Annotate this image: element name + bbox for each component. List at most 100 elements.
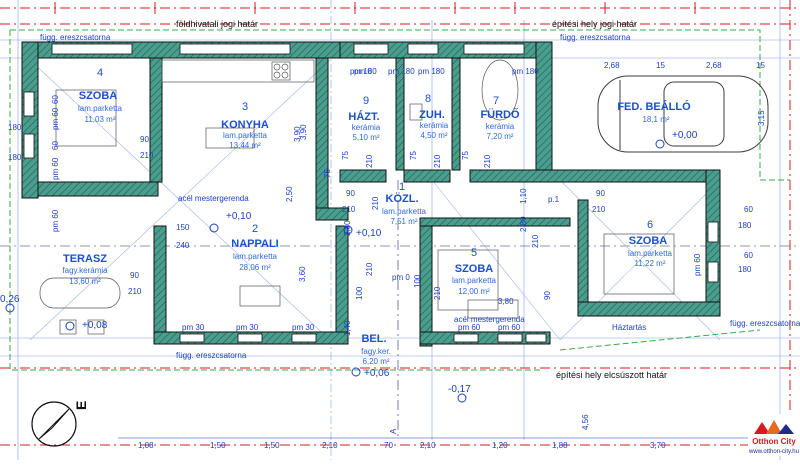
svg-text:p.1: p.1 <box>548 195 560 204</box>
opening-label: pm 30 <box>182 323 205 332</box>
level-marker: 0,26 <box>0 294 20 313</box>
level-marker: -0,17 <box>448 384 471 403</box>
room-num: 9 <box>363 95 369 107</box>
svg-text:2,80: 2,80 <box>519 216 528 232</box>
room-8: 8 ZUH. kerámia 4,50 m² <box>419 93 449 140</box>
svg-text:210: 210 <box>365 154 374 168</box>
svg-text:90: 90 <box>596 189 605 198</box>
room-floor: fagy.kerámia <box>62 266 108 275</box>
room-name: BEL. <box>361 333 386 345</box>
dim-label: 1,40 <box>343 320 352 336</box>
room-area: 18,1 m² <box>642 115 669 124</box>
svg-text:+0,08: +0,08 <box>82 320 108 331</box>
label-epitesi-elcs: építési hely elcsúszott határ <box>556 370 667 380</box>
dim-label: 1,50 <box>210 441 226 450</box>
label-fugg-1: függ. ereszcsatorna <box>40 33 111 42</box>
svg-text:+0,10: +0,10 <box>356 228 382 239</box>
dim-label: 60 <box>51 141 60 150</box>
rooms: 4 SZOBA lam.parketta 11,03 m² 3 KONYHA l… <box>62 67 691 366</box>
svg-text:210: 210 <box>140 151 154 160</box>
svg-text:100: 100 <box>413 274 422 288</box>
svg-text:E: E <box>73 401 89 410</box>
svg-text:+0,10: +0,10 <box>226 211 252 222</box>
room-num: 5 <box>471 247 477 259</box>
svg-text:210: 210 <box>365 262 374 276</box>
dims-bottom: 1,08 1,50 1,50 2,10 70 2,10 1,20 1,88 3,… <box>118 437 760 450</box>
room-num: 8 <box>425 93 431 105</box>
misc-dims: 3,80 3,90 1,10 2,80 p.1 <box>293 126 560 306</box>
room-floor: lam.parketta <box>78 104 123 113</box>
door-dims: 90 210 90 210 75 210 75 210 75 210 90 21… <box>128 135 606 300</box>
svg-text:3,90: 3,90 <box>293 126 302 142</box>
svg-text:210: 210 <box>433 286 442 300</box>
dim-label: 1,20 <box>492 441 508 450</box>
room-floor: fagy.ker. <box>361 347 391 356</box>
logo-url: www.otthon-city.hu <box>748 449 799 455</box>
opening-label: pm 0 <box>392 273 410 282</box>
tick-marks <box>54 2 696 14</box>
room-num: 2 <box>252 223 258 235</box>
opening-label: pm 0 <box>354 67 372 76</box>
svg-text:210: 210 <box>128 287 142 296</box>
dim-label: 3,90 <box>299 124 308 140</box>
plan-labels: földhivatali jogi határ építési hely jog… <box>40 19 800 380</box>
dim-label: 1,08 <box>138 441 154 450</box>
svg-text:240: 240 <box>176 241 190 250</box>
room-floor: lam.parketta <box>382 207 427 216</box>
dim-label: 15 <box>656 61 665 70</box>
label-epitesi-jogi: építési hely jogi határ <box>552 19 637 29</box>
opening-label: pm 180 <box>388 67 415 76</box>
opening-label: pm 60 <box>51 157 60 180</box>
opening-label: pm 60 <box>458 323 481 332</box>
dim-label: 70 <box>384 441 393 450</box>
room-floor: lam.parketta <box>452 276 497 285</box>
room-floor: kerámia <box>352 123 381 132</box>
svg-text:210: 210 <box>592 205 606 214</box>
svg-text:3,80: 3,80 <box>498 297 514 306</box>
dim-label: 2,80 <box>343 220 352 236</box>
dim-label: 180 <box>8 123 22 132</box>
room-terasz: TERASZ fagy.kerámia 13,60 m² <box>62 253 108 286</box>
compass-icon <box>31 401 77 447</box>
room-floor: kerámia <box>486 122 515 131</box>
dim-label: 3,70 <box>650 441 666 450</box>
svg-text:75: 75 <box>323 169 332 178</box>
dim-label: 1,50 <box>264 441 280 450</box>
room-6: 6 SZOBA lam.parketta 11,22 m² <box>628 219 673 268</box>
label-fugg-2: függ. ereszcsatorna <box>560 33 631 42</box>
car <box>597 75 769 153</box>
room-area: 6,20 m² <box>362 357 389 366</box>
room-floor: lam.parketta <box>628 249 673 258</box>
svg-text:100: 100 <box>355 286 364 300</box>
opening-label: pm 180 <box>418 67 445 76</box>
room-name: ZUH. <box>419 109 445 121</box>
level-markers: +0,10 +0,10 +0,08 +0,06 -0,17 +0,00 0,26 <box>0 130 698 403</box>
svg-text:75: 75 <box>409 151 418 160</box>
svg-text:0,26: 0,26 <box>0 294 20 305</box>
opening-label: pm 60 <box>693 253 702 276</box>
label-fugg-3: függ. ereszcsatorna <box>176 351 247 360</box>
opening-label: pm 180 <box>350 67 377 76</box>
dim-label: 2,10 <box>420 441 436 450</box>
svg-text:-0,17: -0,17 <box>448 384 471 395</box>
level-marker: +0,10 <box>343 225 382 239</box>
room-area: 13,44 m² <box>229 141 261 150</box>
dim-label: 60 <box>744 251 753 260</box>
room-name: SZOBA <box>455 263 494 275</box>
room-num: 3 <box>242 101 248 113</box>
opening-label: pm 30 <box>236 323 259 332</box>
room-floor: lam.parketta <box>233 252 278 261</box>
dim-label: 3,60 <box>298 266 307 282</box>
room-area: 4,50 m² <box>420 131 447 140</box>
dim-label: 2,50 <box>285 186 294 202</box>
room-7: 7 FÜRDŐ kerámia 7,20 m² <box>480 95 520 141</box>
svg-text:210: 210 <box>531 234 540 248</box>
room-name: NAPPALI <box>231 238 278 250</box>
room-1: 1 KÖZL. lam.parketta 7,51 m² <box>382 181 427 226</box>
opening-label: pm 60 <box>51 209 60 232</box>
room-5: 5 SZOBA lam.parketta 12,00 m² <box>452 247 497 296</box>
svg-text:210: 210 <box>483 154 492 168</box>
svg-text:75: 75 <box>341 151 350 160</box>
room-num: 1 <box>399 181 405 193</box>
